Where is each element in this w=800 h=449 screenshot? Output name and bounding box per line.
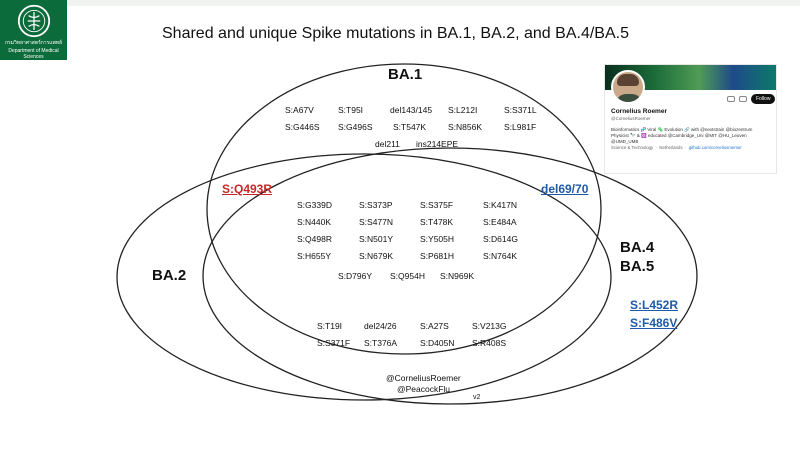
mutation-label: S:S373P bbox=[359, 200, 393, 210]
more-icon[interactable] bbox=[727, 96, 735, 102]
ba1-ba2-shared-mutation: S:Q493R bbox=[222, 182, 273, 196]
ba2-ellipse bbox=[116, 153, 612, 401]
set-label-ba4: BA.4 bbox=[620, 239, 655, 256]
mutation-label: S:V213G bbox=[472, 321, 507, 331]
mutation-label: S:G496S bbox=[338, 122, 373, 132]
ba1-ba45-shared-mutation: del69/70 bbox=[541, 182, 589, 196]
mutation-label: S:L212I bbox=[448, 105, 478, 115]
ba1-ellipse bbox=[206, 63, 602, 355]
mutation-label: S:E484A bbox=[483, 217, 517, 227]
mutation-label: S:Q954H bbox=[390, 271, 425, 281]
profile-bio: Bioinformatics 🧬 Viral 🦠 Evolution 🔗 wit… bbox=[611, 127, 753, 144]
avatar bbox=[611, 70, 645, 104]
mutation-label: S:N764K bbox=[483, 251, 518, 261]
mutation-label: S:N679K bbox=[359, 251, 394, 261]
mutation-label: S:L981F bbox=[504, 122, 537, 132]
set-label-ba2: BA.2 bbox=[152, 267, 187, 284]
credit-handle-2: @PeacockFlu bbox=[397, 384, 451, 394]
mutation-label: S:T478K bbox=[420, 217, 454, 227]
follow-button[interactable]: Follow bbox=[751, 94, 776, 104]
mutation-label: S:T95I bbox=[338, 105, 364, 115]
mutation-label: S:Q498R bbox=[297, 234, 332, 244]
mutation-label: S:Y505H bbox=[420, 234, 455, 244]
profile-name: Cornelius Roemer bbox=[611, 108, 667, 115]
mutation-label: S:D405N bbox=[420, 338, 455, 348]
profile-meta: Science & Technology · Netherlands · git… bbox=[611, 145, 742, 150]
mutation-label: S:N969K bbox=[440, 271, 475, 281]
mutation-label: S:N856K bbox=[448, 122, 483, 132]
mutation-label: S:T19I bbox=[317, 321, 343, 331]
ba45-only-mutation: S:L452R bbox=[630, 298, 679, 312]
logo-text-th: กรมวิทยาศาสตร์การแพทย์ bbox=[4, 40, 63, 46]
mutation-label: S:D614G bbox=[483, 234, 518, 244]
mutation-label: S:G446S bbox=[285, 122, 320, 132]
mutation-label: S:N440K bbox=[297, 217, 332, 227]
profile-handle: @CorneliusRoemer bbox=[611, 116, 651, 121]
ba45-ellipse bbox=[202, 147, 698, 405]
mutation-label: S:S477N bbox=[359, 217, 394, 227]
mutation-label: S:S371L bbox=[504, 105, 537, 115]
mutation-label: del24/26 bbox=[364, 321, 397, 331]
mutation-label: del211 bbox=[375, 139, 400, 149]
department-logo: กรมวิทยาศาสตร์การแพทย์ Department of Med… bbox=[0, 0, 67, 60]
top-stripe bbox=[0, 0, 800, 6]
profile-card: Follow Cornelius Roemer @CorneliusRoemer… bbox=[604, 64, 777, 174]
profile-location: Netherlands bbox=[659, 145, 683, 150]
profile-category: Science & Technology bbox=[611, 145, 654, 150]
logo-text-en: Department of Medical Sciences bbox=[8, 48, 59, 60]
version-label: v2 bbox=[473, 394, 481, 401]
mutation-label: S:H655Y bbox=[297, 251, 332, 261]
mutation-label: S:R408S bbox=[472, 338, 507, 348]
mutation-label: S:S375F bbox=[420, 200, 454, 210]
mail-icon[interactable] bbox=[739, 96, 747, 102]
profile-actions: Follow bbox=[727, 94, 776, 104]
mutation-label: S:A27S bbox=[420, 321, 449, 331]
mutation-label: S:P681H bbox=[420, 251, 455, 261]
mutation-label: S:G339D bbox=[297, 200, 332, 210]
mutation-label: ins214EPE bbox=[416, 139, 459, 149]
emblem-icon bbox=[17, 4, 50, 38]
set-label-ba5: BA.5 bbox=[620, 258, 655, 275]
mutation-label: S:T376A bbox=[364, 338, 398, 348]
ba45-only-mutation: S:F486V bbox=[630, 316, 678, 330]
mutation-label: S:S371F bbox=[317, 338, 351, 348]
mutation-label: S:K417N bbox=[483, 200, 518, 210]
profile-link[interactable]: github.com/corneliusroemer bbox=[688, 145, 742, 150]
mutation-label: S:D796Y bbox=[338, 271, 373, 281]
mutation-label: S:T547K bbox=[393, 122, 427, 132]
mutation-label: del143/145 bbox=[390, 105, 433, 115]
mutation-label: S:N501Y bbox=[359, 234, 394, 244]
set-label-ba1: BA.1 bbox=[388, 66, 423, 83]
mutation-label: S:A67V bbox=[285, 105, 314, 115]
credit-handle-1: @CorneliusRoemer bbox=[386, 373, 461, 383]
slide-title: Shared and unique Spike mutations in BA.… bbox=[162, 25, 629, 42]
